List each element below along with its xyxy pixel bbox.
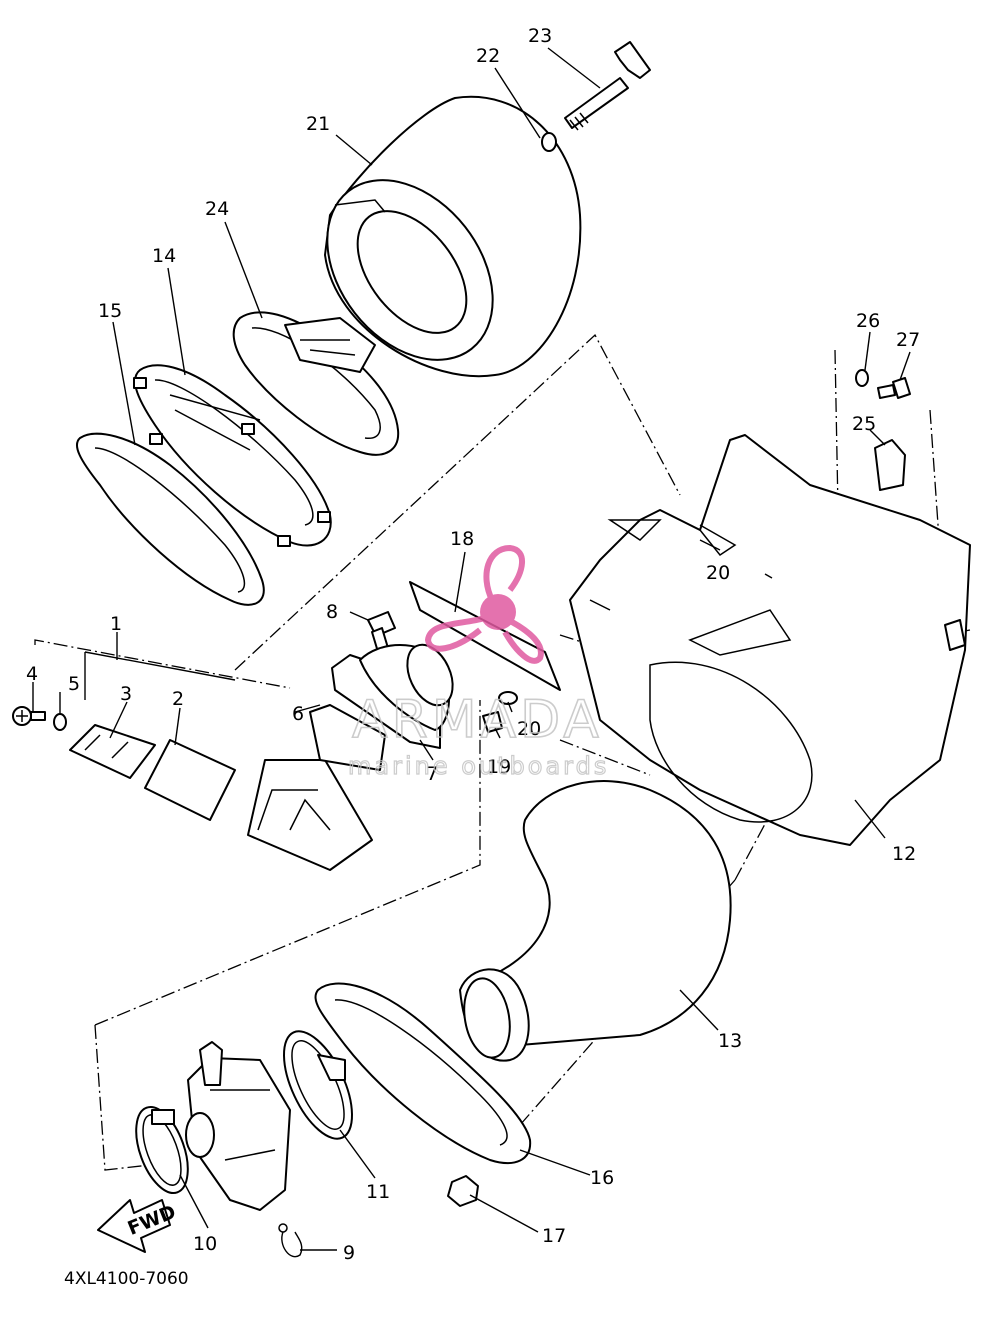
callout-11: 11 bbox=[366, 1181, 390, 1203]
callout-15: 15 bbox=[98, 300, 122, 322]
stopper-3 bbox=[69, 724, 156, 779]
intake-duct-13 bbox=[459, 780, 732, 1062]
propeller-logo-icon bbox=[424, 544, 544, 664]
callout-25: 25 bbox=[852, 413, 876, 435]
watermark-subtitle: marine outboards bbox=[348, 752, 609, 780]
callout-8: 8 bbox=[326, 601, 338, 623]
filter-holder-24 bbox=[232, 311, 400, 456]
callout-7: 7 bbox=[426, 763, 438, 785]
joint-16 bbox=[314, 982, 532, 1165]
washer-20-lower bbox=[498, 691, 518, 705]
nut-17 bbox=[447, 1175, 479, 1207]
callout-18: 18 bbox=[450, 528, 474, 550]
clamp-11 bbox=[282, 1030, 354, 1140]
bolt-23 bbox=[564, 41, 651, 131]
callout-12: 12 bbox=[892, 843, 916, 865]
washer-5 bbox=[53, 713, 67, 731]
callout-labels: 1 2 3 4 5 6 7 8 9 10 11 12 13 14 15 16 1… bbox=[26, 25, 920, 1264]
reed-valve-assembly bbox=[12, 706, 373, 871]
gasket-15 bbox=[75, 432, 265, 606]
nut-19 bbox=[482, 711, 503, 733]
callout-9: 9 bbox=[343, 1242, 355, 1264]
valve-6 bbox=[247, 759, 373, 871]
leader-lines bbox=[32, 47, 911, 1251]
callout-1: 1 bbox=[110, 613, 122, 635]
callout-10: 10 bbox=[193, 1233, 217, 1255]
callout-22: 22 bbox=[476, 45, 500, 67]
bolt-27 bbox=[877, 377, 911, 399]
washer-22 bbox=[541, 132, 557, 152]
callout-27: 27 bbox=[896, 329, 920, 351]
callout-13: 13 bbox=[718, 1030, 742, 1052]
reed-2 bbox=[144, 739, 236, 821]
carburetor bbox=[185, 1041, 291, 1211]
callout-20-upper: 20 bbox=[706, 562, 730, 584]
callout-3: 3 bbox=[120, 683, 132, 705]
joint-7 bbox=[309, 643, 454, 771]
callout-23: 23 bbox=[528, 25, 552, 47]
callout-4: 4 bbox=[26, 663, 38, 685]
callout-2: 2 bbox=[172, 688, 184, 710]
watermark-title: ARMADA bbox=[352, 690, 603, 750]
callout-20-lower: 20 bbox=[517, 718, 541, 740]
callout-19: 19 bbox=[487, 756, 511, 778]
air-box-12 bbox=[569, 434, 971, 846]
callout-14: 14 bbox=[152, 245, 176, 267]
callout-16: 16 bbox=[590, 1167, 614, 1189]
callout-26: 26 bbox=[856, 310, 880, 332]
bracket-25 bbox=[874, 439, 906, 491]
case-cover-14 bbox=[133, 364, 332, 547]
fwd-arrow-icon: FWD bbox=[97, 1199, 179, 1253]
diagram-code: 4XL4100-7060 bbox=[64, 1269, 189, 1289]
callout-24: 24 bbox=[205, 198, 229, 220]
clamp-10 bbox=[135, 1106, 189, 1194]
callout-17: 17 bbox=[542, 1225, 566, 1247]
callout-6: 6 bbox=[292, 703, 304, 725]
clip-9 bbox=[281, 1231, 303, 1258]
air-filter-element bbox=[324, 95, 582, 378]
washer-26 bbox=[855, 369, 869, 387]
callout-21: 21 bbox=[306, 113, 330, 135]
watermark: ARMADA marine outboards bbox=[347, 544, 609, 781]
callout-5: 5 bbox=[68, 673, 80, 695]
